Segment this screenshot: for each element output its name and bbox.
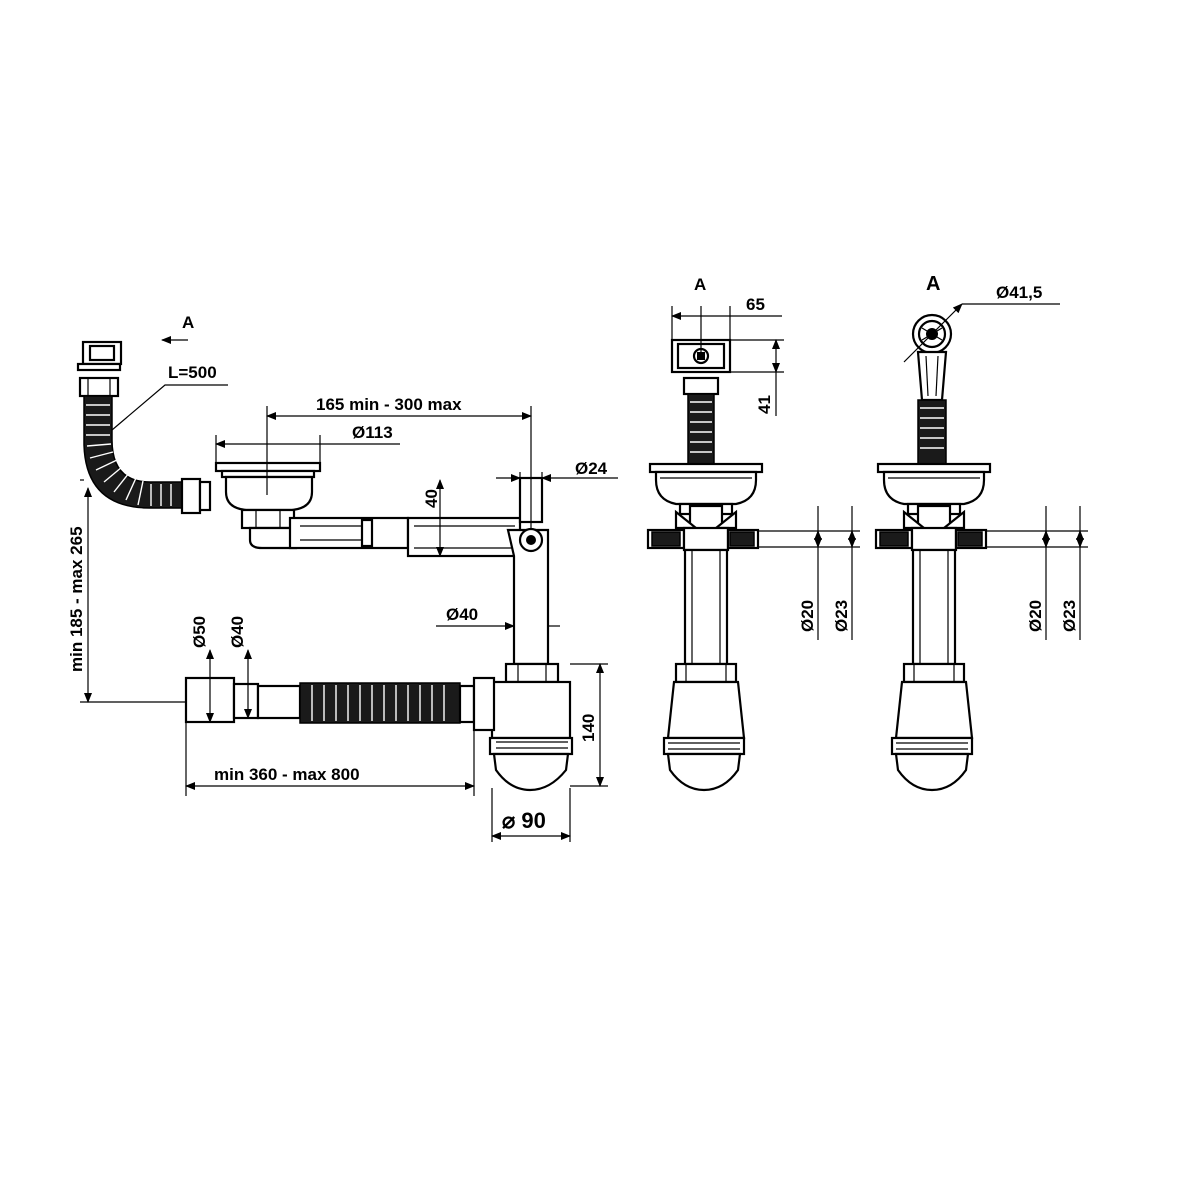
- vertical-pipe: [504, 476, 560, 684]
- tube-diameter-24-label: Ø24: [575, 459, 608, 478]
- outlet-diameter-40-label: Ø40: [228, 616, 247, 648]
- bottle-trap: [488, 680, 574, 792]
- trap-height-label: 140: [579, 714, 598, 742]
- strainer-bowl: [214, 461, 322, 530]
- height-range-label: min 185 - max 265: [67, 526, 86, 672]
- width-65-label: 65: [746, 295, 765, 314]
- side-view-dimensions: A L=500 165 min - 300 max Ø113 40 Ø24: [67, 313, 618, 842]
- span-dimension-label: 165 min - 300 max: [316, 395, 462, 414]
- dia-23-center-label: Ø23: [832, 600, 851, 632]
- overflow-hose: [83, 395, 212, 515]
- overflow-head: [76, 340, 123, 398]
- front-view-a: A: [646, 275, 860, 792]
- connector-tube: [248, 516, 522, 558]
- outlet-diameter-50-label: Ø50: [190, 616, 209, 648]
- dia-41-5-label: Ø41,5: [996, 283, 1042, 302]
- pipe-diameter-40-label: Ø40: [446, 605, 478, 624]
- overflow-height-label: 40: [422, 489, 441, 508]
- length-range-label: min 360 - max 800: [214, 765, 360, 784]
- hose-length-label: L=500: [168, 363, 217, 382]
- bowl-diameter-label: Ø113: [352, 423, 393, 442]
- view-arrow-label: A: [182, 313, 194, 332]
- side-view: A L=500 165 min - 300 max Ø113 40 Ø24: [67, 313, 618, 842]
- drain-outlet: [184, 676, 496, 732]
- view-a-center-title: A: [694, 275, 706, 294]
- dia-23-right-label: Ø23: [1060, 600, 1079, 632]
- front-view-a-round: A: [874, 273, 1088, 792]
- dia-20-right-label: Ø20: [1026, 600, 1045, 632]
- view-a-right-title: A: [926, 273, 940, 295]
- trap-diameter-label: ⌀ 90: [502, 808, 546, 833]
- dia-20-center-label: Ø20: [798, 600, 817, 632]
- height-41-label: 41: [755, 395, 774, 414]
